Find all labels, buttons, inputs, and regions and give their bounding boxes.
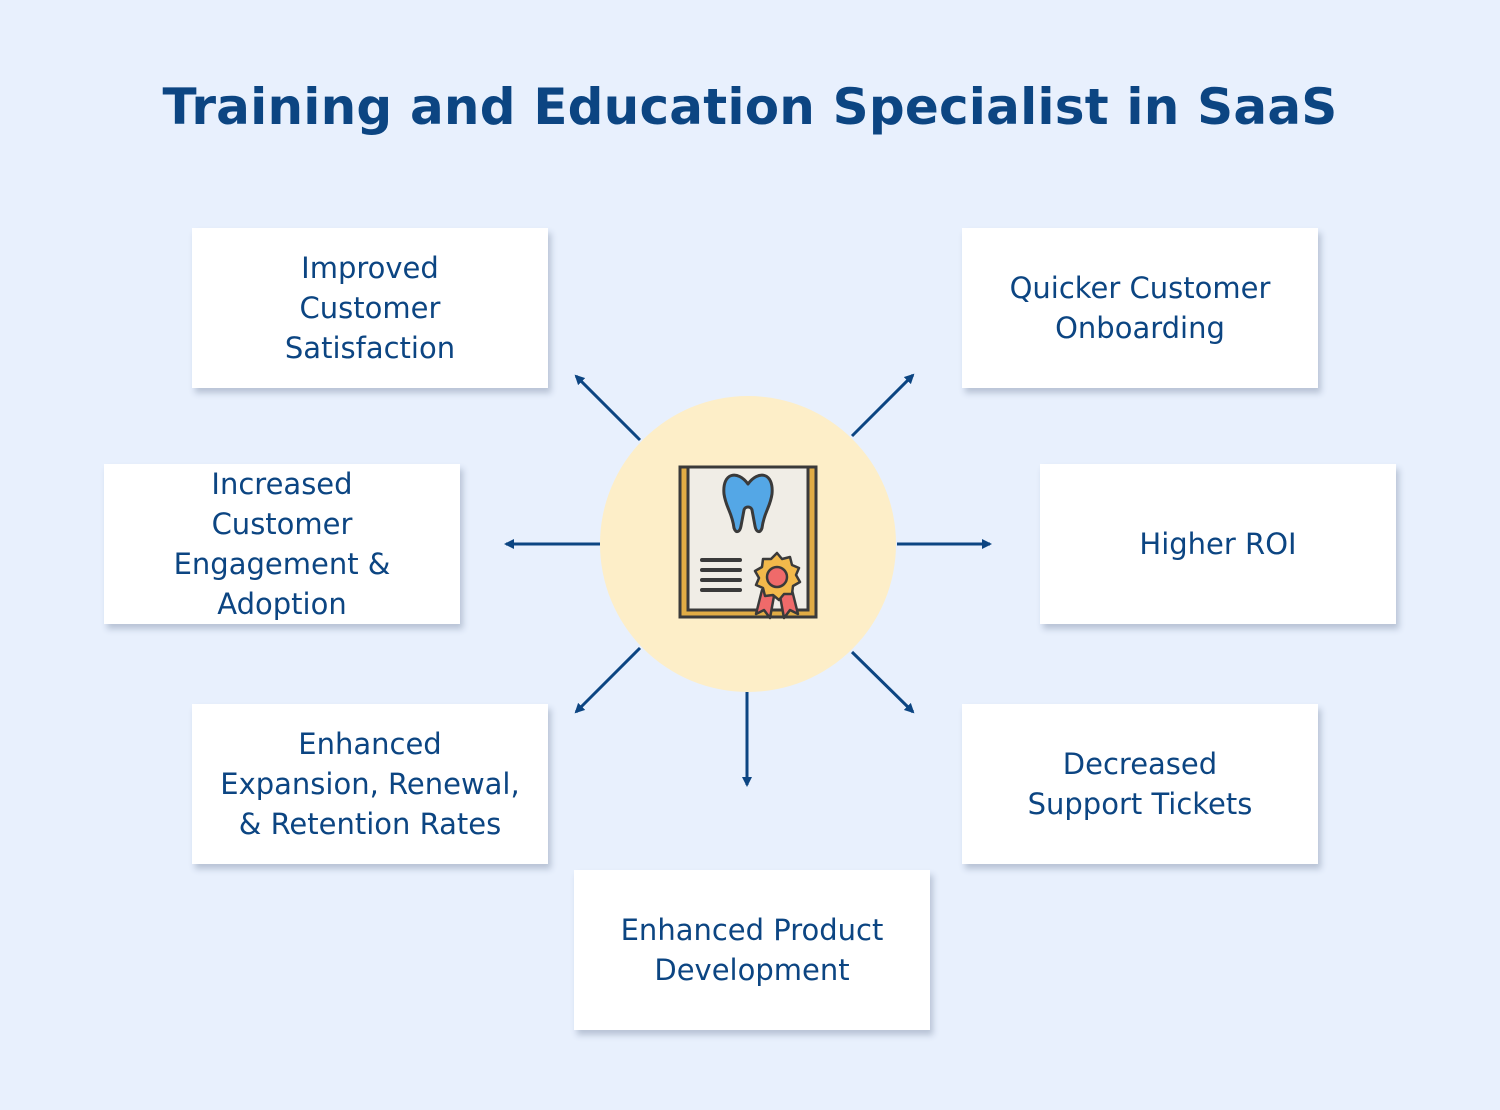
benefit-quicker-customer-onboarding: Quicker Customer Onboarding [962, 228, 1318, 388]
benefit-increased-customer-engagement: Increased Customer Engagement & Adoption [104, 464, 460, 624]
benefit-label: Decreased Support Tickets [1027, 747, 1253, 821]
benefit-decreased-support-tickets: Decreased Support Tickets [962, 704, 1318, 864]
benefit-label: Higher ROI [1139, 527, 1297, 561]
page-title: Training and Education Specialist in Saa… [162, 78, 1338, 136]
benefit-improved-customer-satisfaction: Improved Customer Satisfaction [192, 228, 548, 388]
dental-certificate-icon [678, 465, 818, 620]
benefit-enhanced-product-development: Enhanced Product Development [574, 870, 930, 1030]
benefit-label: Enhanced Product Development [620, 913, 884, 987]
benefit-label: Improved Customer Satisfaction [284, 251, 456, 365]
benefit-higher-roi: Higher ROI [1040, 464, 1396, 624]
benefit-enhanced-expansion-renewal-retention: Enhanced Expansion, Renewal, & Retention… [192, 704, 548, 864]
arrow-to-onboarding [850, 373, 915, 438]
benefit-label: Increased Customer Engagement & Adoption [173, 467, 391, 621]
benefit-label: Quicker Customer Onboarding [1009, 271, 1271, 345]
arrow-to-expansion [574, 646, 642, 714]
benefit-label: Enhanced Expansion, Renewal, & Retention… [220, 727, 520, 841]
arrow-to-satisfaction [574, 374, 642, 442]
arrow-to-support-tickets [850, 650, 915, 714]
